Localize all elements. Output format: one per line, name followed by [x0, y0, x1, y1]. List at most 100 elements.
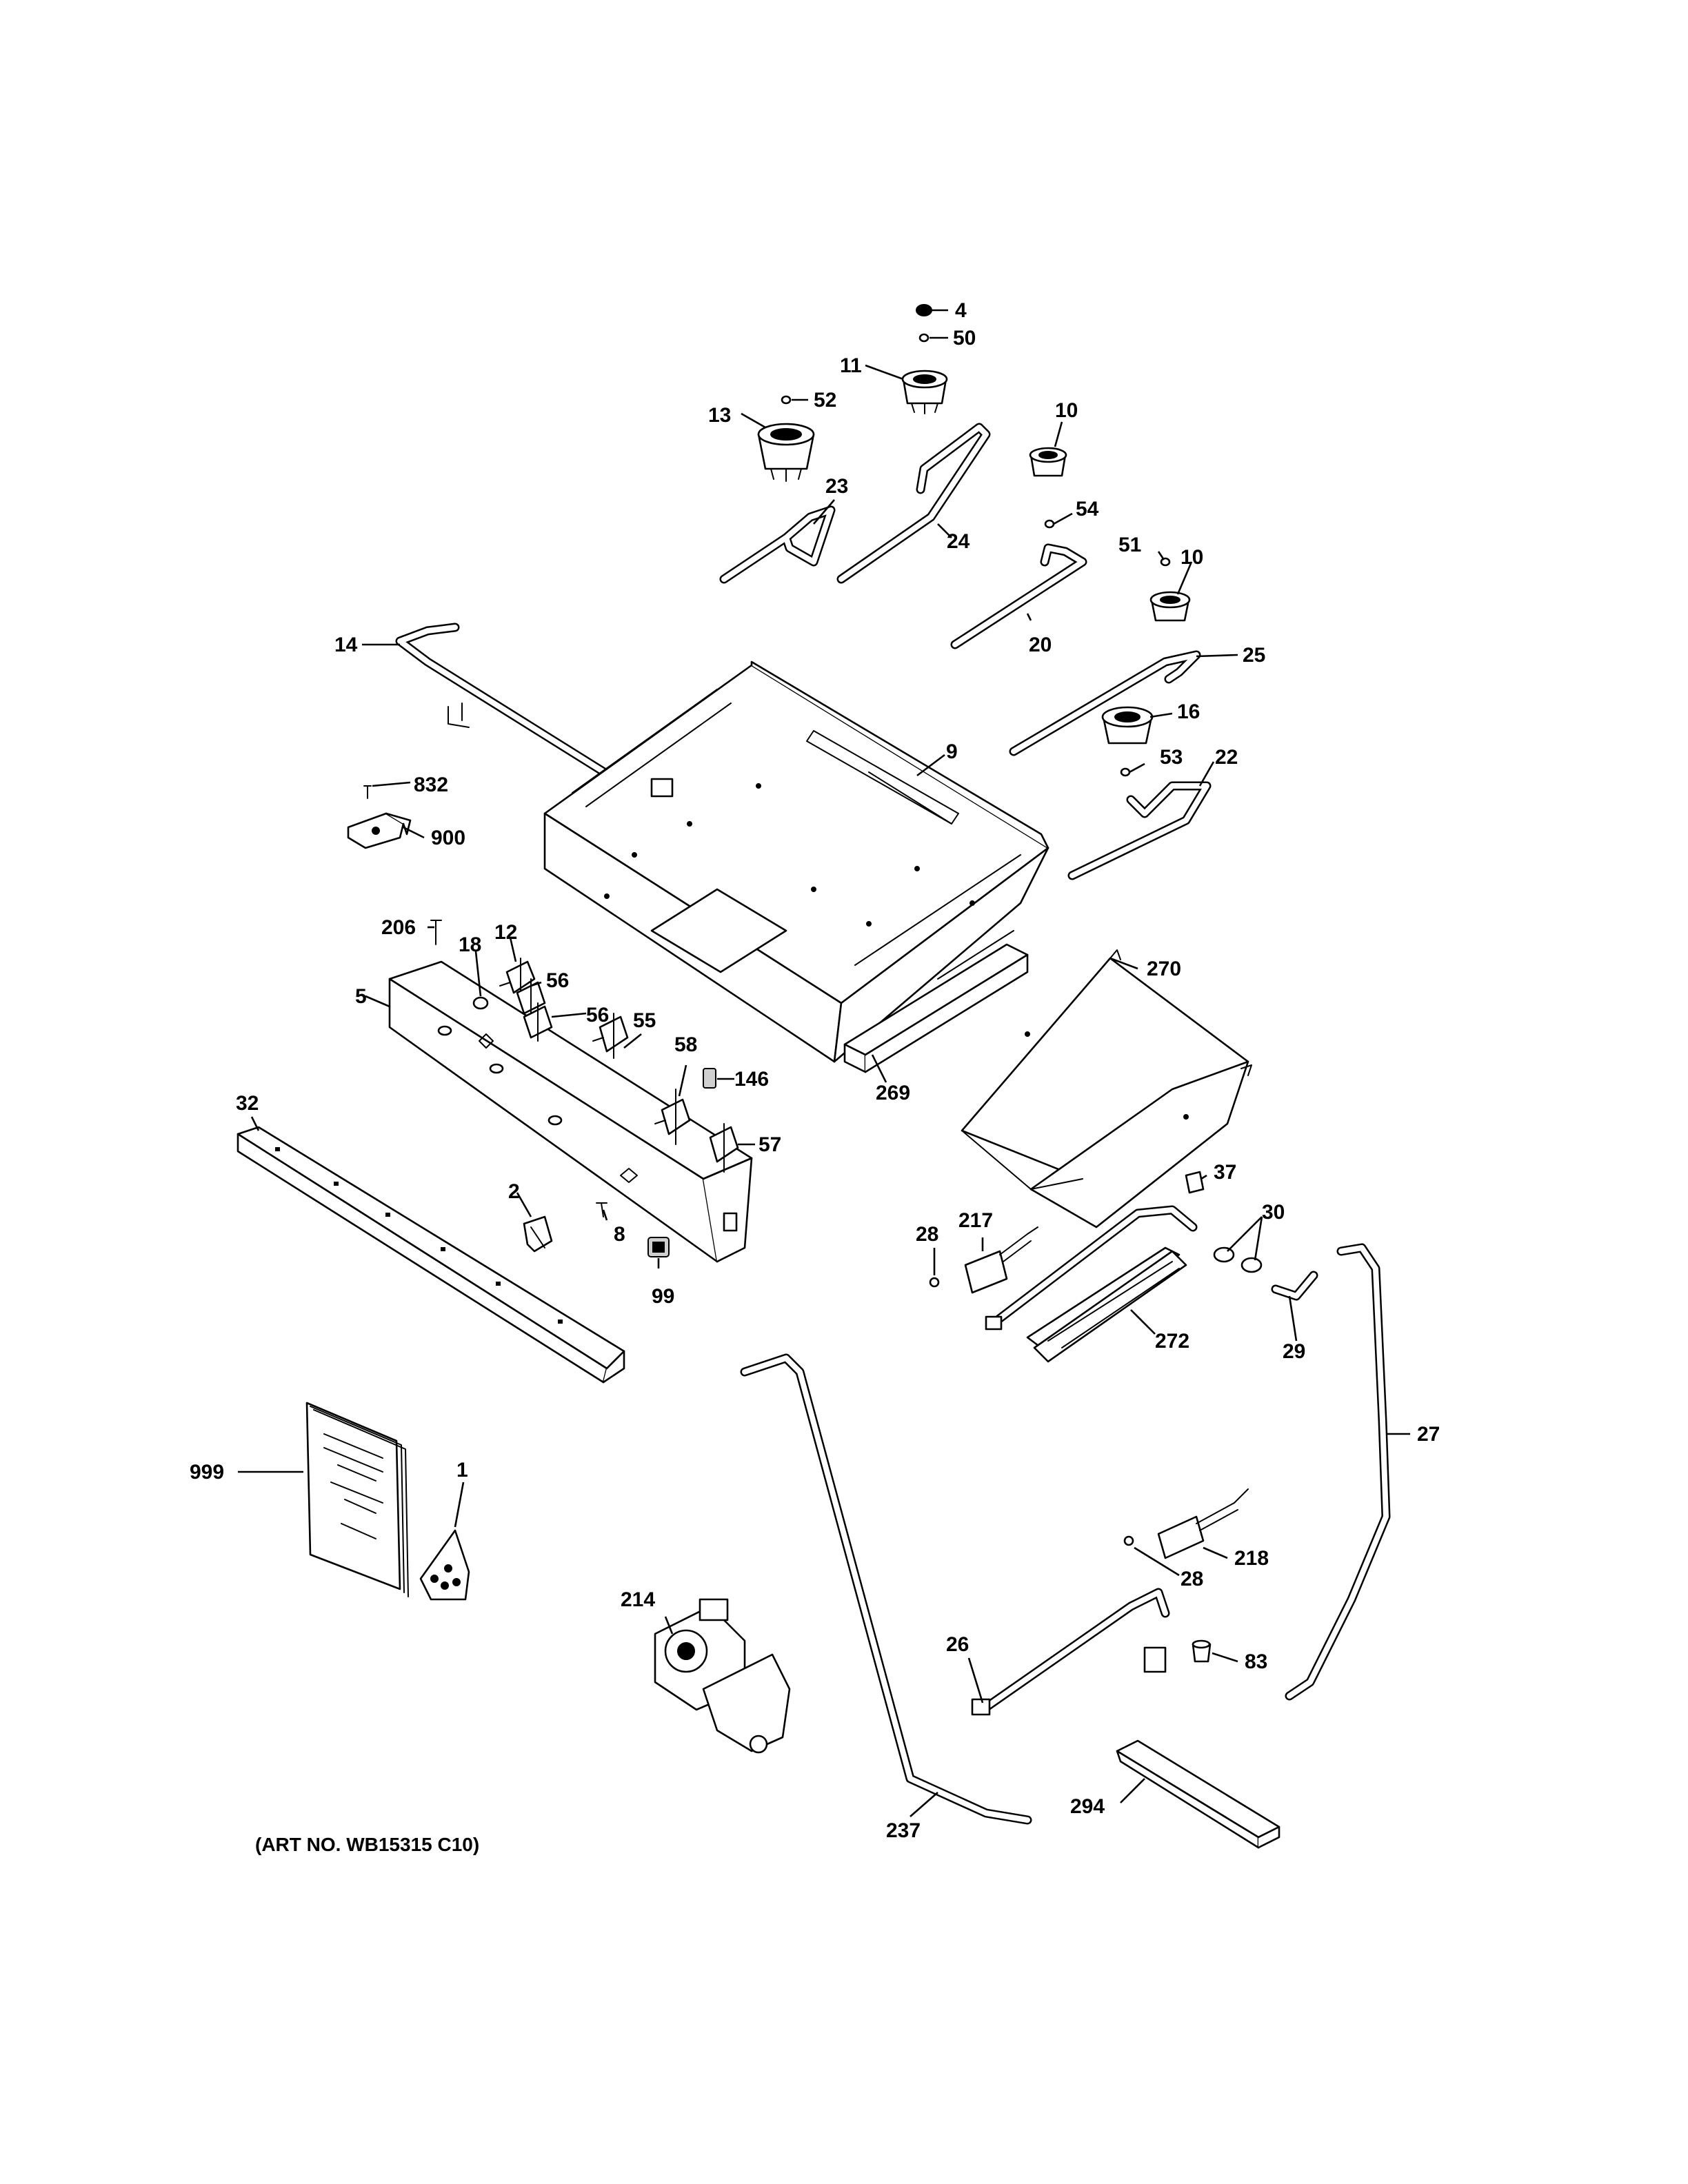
bracket-900 [347, 812, 412, 849]
screw-8 [596, 1202, 607, 1217]
valve-55 [592, 1013, 629, 1059]
screw-206 [430, 920, 442, 945]
callout-5: 5 [355, 985, 367, 1008]
orifice-54 [1044, 519, 1055, 529]
spacer-18 [472, 996, 489, 1010]
callout-10-lower: 10 [1180, 546, 1203, 569]
callout-29: 29 [1283, 1340, 1305, 1363]
callout-9: 9 [946, 740, 958, 763]
callout-28-upper: 28 [916, 1223, 938, 1246]
callout-214: 214 [621, 1588, 655, 1611]
burner-tube-23 [719, 505, 836, 584]
callout-900: 900 [431, 827, 465, 849]
clips-30 [1213, 1246, 1263, 1273]
orifice-52 [781, 395, 792, 405]
burner-box-9 [543, 660, 1049, 1063]
callout-272: 272 [1155, 1330, 1189, 1353]
valve-58 [654, 1089, 691, 1145]
callout-52: 52 [814, 389, 836, 412]
broil-burner-26 [971, 1588, 1170, 1716]
knob-2 [523, 1215, 553, 1253]
callout-51: 51 [1118, 534, 1141, 556]
callout-57: 57 [758, 1133, 781, 1156]
supply-tube-237 [740, 1353, 1032, 1825]
burner-tube-24 [836, 423, 991, 584]
callout-56-lower: 56 [586, 1004, 609, 1027]
callout-10-upper: 10 [1055, 399, 1078, 422]
callout-999: 999 [190, 1461, 224, 1484]
callout-237: 237 [886, 1819, 921, 1842]
shield-269 [843, 943, 1029, 1073]
callout-25: 25 [1243, 644, 1265, 667]
burner-head-11 [901, 370, 948, 414]
callout-217: 217 [958, 1209, 993, 1232]
callout-1: 1 [456, 1459, 468, 1482]
clip-146 [703, 1068, 716, 1089]
callout-99: 99 [652, 1285, 674, 1308]
callout-55: 55 [633, 1009, 656, 1032]
burner-head-16 [1101, 706, 1154, 745]
shield-270 [961, 949, 1252, 1228]
callout-16: 16 [1177, 700, 1200, 723]
igniter-217 [964, 1226, 1038, 1294]
burner-tube-25 [1009, 650, 1201, 756]
callout-83: 83 [1245, 1650, 1267, 1673]
callout-218: 218 [1234, 1547, 1269, 1570]
oven-burner-272 [985, 1205, 1198, 1363]
callout-832: 832 [414, 774, 448, 796]
callout-32: 32 [236, 1092, 259, 1115]
callout-26: 26 [946, 1633, 969, 1656]
manifold-panel-5 [388, 960, 753, 1263]
callout-53: 53 [1160, 746, 1183, 769]
valve-56-lower [523, 1002, 553, 1042]
manual-999 [305, 1402, 409, 1597]
screw-832 [363, 785, 372, 799]
burner-tube-20 [950, 543, 1087, 649]
callout-54: 54 [1076, 498, 1099, 520]
switch-99 [647, 1237, 670, 1257]
burner-cap-4 [916, 304, 932, 316]
callout-12: 12 [494, 921, 517, 944]
callout-23: 23 [825, 475, 848, 498]
callout-30: 30 [1262, 1201, 1285, 1224]
callout-28-lower: 28 [1180, 1568, 1203, 1590]
callout-8: 8 [614, 1223, 625, 1246]
callout-58: 58 [674, 1033, 697, 1056]
leader-lines [238, 309, 1410, 1817]
manifold-pipe-14 [395, 623, 653, 805]
clip-28-upper [929, 1277, 940, 1288]
regulator-214 [654, 1598, 791, 1754]
valve-12 [499, 958, 536, 994]
callout-labels: 4 50 11 52 13 10 23 24 54 51 10 20 14 25… [190, 299, 1440, 1855]
callout-20: 20 [1029, 634, 1052, 656]
callout-146: 146 [734, 1068, 769, 1091]
hardware-bag-1 [419, 1529, 470, 1601]
burner-head-13 [757, 423, 815, 482]
igniter-218 [1157, 1488, 1249, 1559]
oven-supply-tube-27 [1285, 1243, 1391, 1701]
callout-269: 269 [876, 1082, 910, 1104]
callout-4: 4 [955, 299, 967, 322]
orifice-51 [1160, 557, 1171, 567]
orifice-83 [1192, 1639, 1212, 1663]
orifice-53 [1120, 767, 1131, 777]
callout-22: 22 [1215, 746, 1238, 769]
callout-37: 37 [1214, 1161, 1236, 1184]
callout-270: 270 [1147, 958, 1181, 980]
clip-28-lower [1123, 1535, 1134, 1546]
callout-206: 206 [381, 916, 416, 939]
burner-tube-22 [1067, 781, 1212, 880]
orifice-50 [918, 333, 930, 343]
trim-strip-32 [237, 1126, 625, 1384]
burner-head-10-upper [1029, 447, 1067, 477]
callout-56-upper: 56 [546, 969, 569, 992]
orifice-holder-29 [1271, 1271, 1318, 1301]
callout-13: 13 [708, 404, 731, 427]
callout-14: 14 [334, 634, 358, 656]
art-number: (ART NO. WB15315 C10) [255, 1834, 479, 1855]
callout-2: 2 [508, 1180, 520, 1203]
bracket-37 [1185, 1171, 1205, 1194]
callout-18: 18 [459, 933, 481, 956]
callout-24: 24 [947, 530, 970, 553]
callout-50: 50 [953, 327, 976, 350]
